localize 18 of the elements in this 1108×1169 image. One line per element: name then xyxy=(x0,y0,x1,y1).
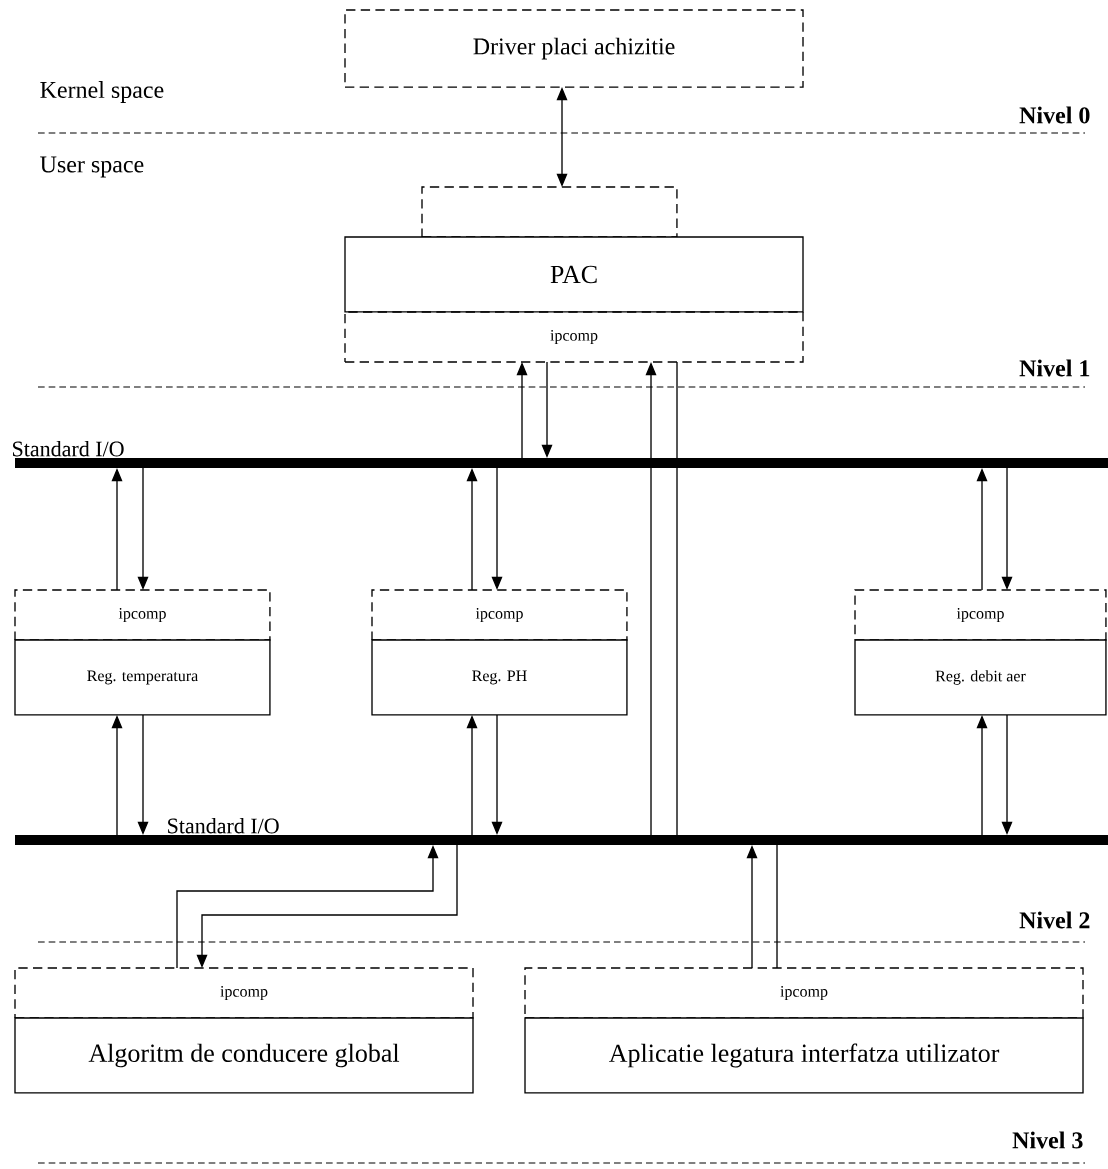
region-label: Kernel space xyxy=(40,81,164,103)
process-box: Reg. PH xyxy=(371,639,628,716)
process-box: Algoritm de conducere global xyxy=(14,1017,474,1094)
process-box: Aplicatie legatura interfatza utilizator xyxy=(524,1017,1084,1094)
process-box: Reg. debit aer xyxy=(854,639,1107,716)
region-label: User space xyxy=(40,156,144,178)
process-box: Reg. temperatura xyxy=(14,639,271,716)
bus-bar: Standard I/O xyxy=(13,440,1108,468)
level-label: Nivel 3 xyxy=(1012,1131,1083,1149)
node-label: Standard I/O xyxy=(13,440,124,457)
node-label: Standard I/O xyxy=(168,817,279,834)
process-box: PAC xyxy=(344,236,804,313)
level-label: Nivel 2 xyxy=(1019,911,1090,929)
interface-box: ipcomp xyxy=(344,311,804,363)
level-label: Nivel 1 xyxy=(1019,359,1090,377)
level-label: Nivel 0 xyxy=(1019,106,1090,124)
bus-bar: Standard I/O xyxy=(15,817,1108,845)
driver-box: Driver placi achizitie xyxy=(344,9,804,88)
